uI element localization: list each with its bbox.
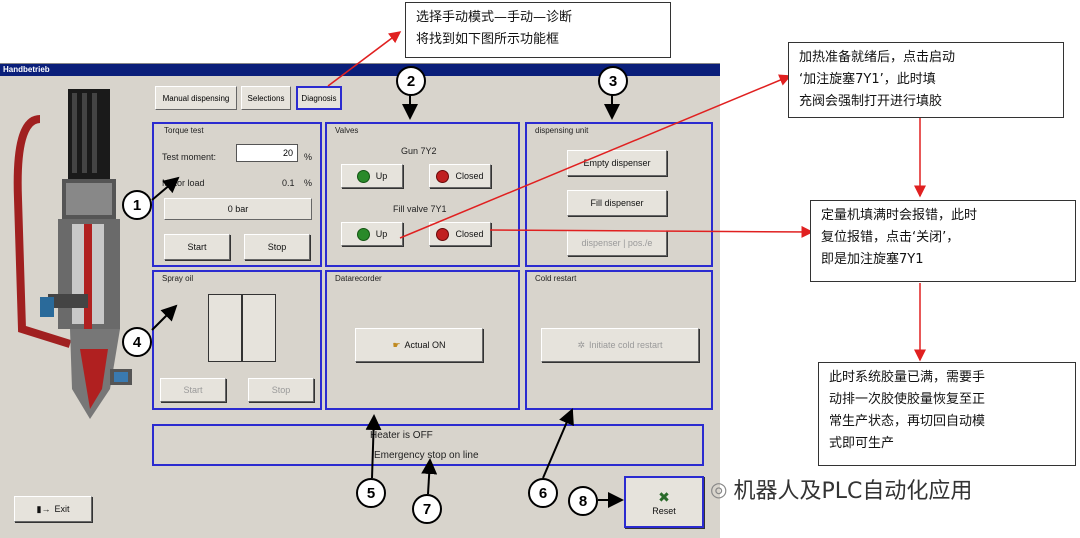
hand-icon: ☛ [392,339,401,350]
test-moment-unit: % [304,152,313,162]
test-moment-label: Test moment: [162,152,217,162]
tab-selections[interactable]: Selections [241,86,291,110]
closed-icon [436,227,450,241]
watermark: ◎ 机器人及PLC自动化应用 [710,474,1070,505]
hand-operation-window: Handbetrieb Manual dispensing Selections… [0,63,720,538]
torque-test-group: Torque test Test moment: 20 % Motor load… [152,122,322,267]
datarecorder-title: Datarecorder [335,274,382,283]
gun-7y2-label: Gun 7Y2 [401,146,437,156]
dispensing-unit-group: dispensing unit Empty dispenser Fill dis… [525,122,713,267]
fill-valve-7y1-label: Fill valve 7Y1 [393,204,447,214]
watermark-text: 机器人及PLC自动化应用 [733,479,973,504]
exit-button[interactable]: ▮→Exit [14,496,92,522]
spray-stop-button[interactable]: Stop [248,378,314,402]
dispenser-machine-image [13,89,132,419]
test-moment-input[interactable]: 20 [236,144,298,162]
callout-fill-valve: 加热准备就绪后，点击启动 ‘加注旋塞7Y1’，此时填 充阀会强制打开进行填胶 [788,42,1064,118]
valves-group: Valves Gun 7Y2 Up Closed Fill valve 7Y1 … [325,122,520,267]
fill-valve-up-button[interactable]: Up [341,222,403,246]
actual-on-button[interactable]: ☛Actual ON [355,328,483,362]
reset-label: Reset [652,505,676,516]
fill-closed-label: Closed [455,229,484,239]
callout-dispenser-full: 定量机填满时会报错，此时 复位报错，点击‘关闭’， 即是加注旋塞7Y1 [810,200,1076,282]
initiate-cold-restart-button[interactable]: ✲ Initiate cold restart [541,328,699,362]
up-icon [356,227,370,241]
spray-start-button[interactable]: Start [160,378,226,402]
spray-oil-group: Spray oil Start Stop [152,270,322,410]
gear-icon: ✲ [577,339,585,350]
actual-on-label: Actual ON [404,340,446,350]
up-icon [356,169,370,183]
marker-7: 7 [412,494,442,524]
marker-5: 5 [356,478,386,508]
tab-manual-dispensing[interactable]: Manual dispensing [155,86,237,110]
tab-diagnosis[interactable]: Diagnosis [296,86,342,110]
cold-restart-group: Cold restart ✲ Initiate cold restart [525,270,713,410]
spray-indicator-right [242,294,276,362]
gun-up-button[interactable]: Up [341,164,403,188]
dispensing-unit-title: dispensing unit [535,126,589,135]
spray-indicator-left [208,294,242,362]
torque-start-button[interactable]: Start [164,234,230,260]
callout-manual-purge: 此时系统胶量已满，需要手 动排一次胶使胶量恢复至正 常生产状态，再切回自动模 式… [818,362,1076,466]
gun-closed-label: Closed [455,171,484,181]
spray-oil-title: Spray oil [162,274,194,283]
empty-dispenser-button[interactable]: Empty dispenser [567,150,667,176]
gun-closed-button[interactable]: Closed [429,164,491,188]
motor-load-label: Motor load [162,178,205,188]
exit-door-icon: ▮→ [36,503,51,514]
pressure-display: 0 bar [164,198,312,220]
tools-icon: ✖ [658,488,670,505]
marker-3: 3 [598,66,628,96]
heater-status: Heater is OFF [370,430,433,441]
torque-test-title: Torque test [164,126,204,135]
fill-valve-closed-button[interactable]: Closed [429,222,491,246]
datarecorder-group: Datarecorder ☛Actual ON [325,270,520,410]
emergency-status: Emergency stop on line [374,450,479,461]
exit-label: Exit [54,504,70,514]
motor-load-unit: % [304,178,313,188]
marker-8: 8 [568,486,598,516]
gun-up-label: Up [375,171,388,181]
marker-4: 4 [122,327,152,357]
fill-dispenser-button[interactable]: Fill dispenser [567,190,667,216]
wechat-icon: ◎ [710,478,728,501]
marker-1: 1 [122,190,152,220]
valves-title: Valves [335,126,359,135]
marker-2: 2 [396,66,426,96]
reset-button[interactable]: ✖Reset [624,476,704,528]
motor-load-value: 0.1 [282,178,295,188]
window-titlebar: Handbetrieb [0,64,720,76]
cold-restart-label: Initiate cold restart [589,340,663,350]
torque-stop-button[interactable]: Stop [244,234,310,260]
fill-up-label: Up [375,229,388,239]
closed-icon [436,169,450,183]
marker-6: 6 [528,478,558,508]
callout-diagnosis: 选择手动模式—手动—诊断 将找到如下图所示功能框 [405,2,671,58]
cold-restart-title: Cold restart [535,274,577,283]
